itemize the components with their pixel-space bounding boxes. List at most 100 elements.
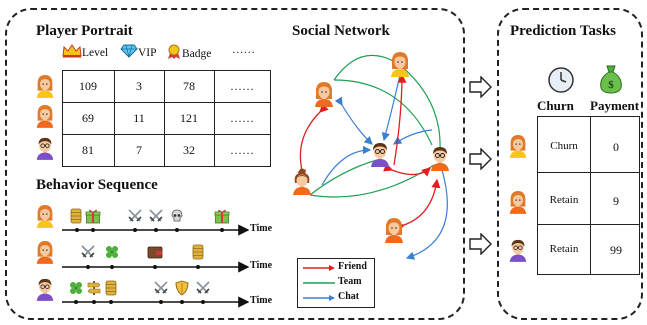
flow-arrow (469, 76, 492, 98)
network-node-avatar (391, 52, 409, 77)
wallet-icon (147, 246, 163, 259)
svg-text:$: $ (608, 79, 614, 91)
chat-edge (334, 96, 373, 145)
friend-legend-line (303, 265, 335, 271)
behavior-avatar-3 (34, 276, 56, 302)
prediction-cell: Churn (550, 140, 578, 152)
friend-edge (393, 73, 407, 166)
portrait-cell: 69 (82, 111, 94, 125)
social-network-title: Social Network (292, 23, 390, 39)
clover-icon (106, 246, 118, 258)
prediction-table (537, 116, 640, 275)
portrait-table (62, 70, 271, 167)
portrait-cell: 7 (136, 143, 142, 157)
friend-edge (383, 162, 431, 177)
crossed-swords-icon (81, 245, 95, 258)
behavior-avatar-2 (34, 239, 56, 265)
network-node-avatar (430, 146, 450, 172)
crossed-swords-icon (154, 281, 168, 294)
time-axis-label-2: Time (250, 260, 273, 271)
portrait-cell: 81 (82, 143, 94, 157)
prediction-panel (497, 8, 643, 320)
team-edge (399, 64, 441, 151)
chat-edge (321, 145, 372, 186)
badge-column-header: Badge (166, 44, 211, 60)
player-avatar-1 (34, 73, 56, 99)
shield-icon (175, 280, 189, 296)
friend-edge (395, 178, 441, 232)
coin-stack-icon (105, 280, 117, 296)
chat-edge (393, 129, 433, 145)
team-edge (309, 164, 435, 198)
vip-label: VIP (138, 47, 157, 59)
churn-column-header: Churn (537, 98, 574, 113)
player-portrait-title: Player Portrait (36, 23, 133, 39)
badge-label: Badge (182, 48, 212, 60)
payment-column-header: Payment (590, 98, 640, 113)
team-edge (333, 54, 401, 81)
portrait-cell: 121 (180, 111, 198, 125)
crown-icon (62, 44, 82, 58)
time-axis-label-3: Time (250, 295, 273, 306)
prediction-tasks-title: Prediction Tasks (510, 23, 617, 39)
player-avatar-3 (34, 135, 56, 161)
network-node-avatar (315, 82, 333, 107)
player-avatar-2 (34, 103, 56, 129)
level-label: Level (82, 47, 109, 59)
team-legend-label: Team (338, 276, 362, 287)
prediction-cell: 0 (613, 140, 619, 154)
money-bag-icon: $ (600, 65, 622, 94)
behavior-sequence-title: Behavior Sequence (36, 177, 158, 193)
coin-stack-icon (70, 208, 82, 224)
portrait-cell: …… (230, 143, 254, 157)
prediction-cell: Retain (549, 194, 579, 206)
chat-edge (405, 169, 448, 260)
crossed-swords-icon (128, 209, 142, 222)
portrait-cell: 3 (136, 79, 142, 93)
network-node-avatar (293, 168, 311, 195)
time-axis-label-1: Time (250, 223, 273, 234)
behavior-timelines (62, 208, 250, 308)
network-node-avatar (370, 142, 390, 168)
coin-stack-icon (192, 244, 204, 260)
friend-legend-label: Friend (338, 261, 367, 272)
prediction-avatar-1 (507, 133, 529, 159)
left-panel (5, 8, 465, 320)
portrait-cell: 78 (183, 79, 195, 93)
behavior-avatar-1 (34, 203, 56, 229)
chat-legend-label: Chat (338, 291, 360, 302)
flow-arrow (469, 148, 492, 170)
crossed-swords-icon (196, 281, 210, 294)
clover-icon (70, 282, 82, 294)
portrait-cell: …… (230, 111, 254, 125)
chat-edge (381, 74, 401, 142)
vip-column-header: VIP (120, 44, 157, 59)
portrait-cell: 32 (183, 143, 195, 157)
prediction-cell: Retain (549, 243, 579, 255)
network-legend: Friend Team Chat (297, 258, 375, 308)
friend-edge (297, 103, 329, 180)
prediction-cell: 9 (613, 194, 619, 208)
prediction-avatar-3 (507, 237, 529, 263)
team-edge (333, 79, 433, 146)
portrait-cell: 11 (133, 111, 145, 125)
clock-icon (548, 67, 574, 93)
chat-legend-line (303, 295, 335, 301)
diamond-icon (120, 44, 138, 58)
team-edge (309, 159, 378, 196)
network-node-avatar (385, 218, 403, 243)
team-legend-line (303, 282, 335, 284)
flow-arrow (469, 233, 492, 255)
gift-box-icon (214, 209, 230, 224)
crossed-swords-icon (149, 209, 163, 222)
portrait-cell: 109 (79, 79, 97, 93)
more-column-header: …… (232, 44, 255, 56)
gift-box-icon (85, 209, 101, 224)
social-network-graph (293, 52, 450, 260)
prediction-cell: 99 (610, 243, 622, 257)
badge-icon (168, 44, 180, 59)
skull-icon (171, 209, 183, 222)
signpost-icon (87, 280, 101, 296)
prediction-avatar-2 (507, 189, 529, 215)
portrait-cell: …… (230, 79, 254, 93)
